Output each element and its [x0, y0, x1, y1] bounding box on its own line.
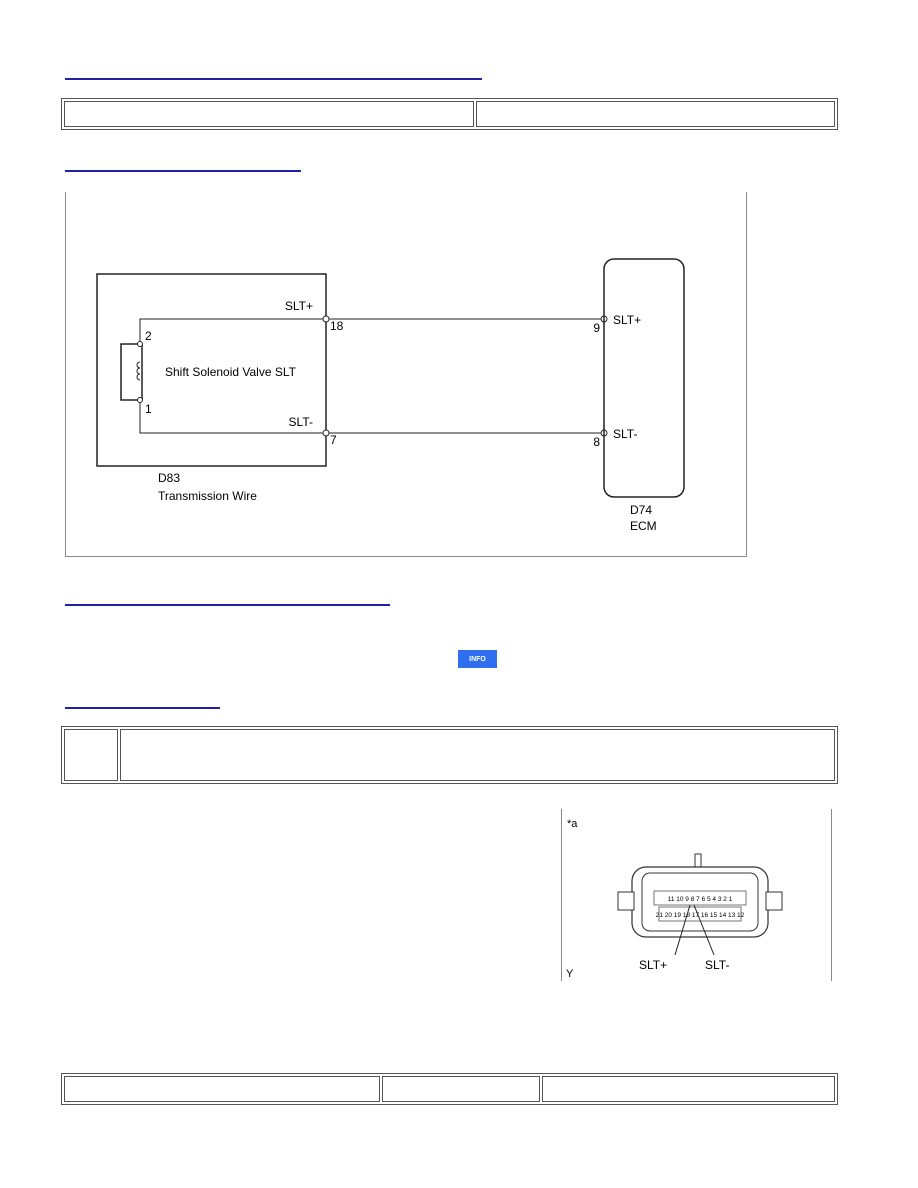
procedure-link[interactable]	[65, 707, 220, 709]
ecm-pin-top: 9	[593, 321, 600, 335]
ecm-box	[603, 258, 685, 498]
step-table	[61, 726, 838, 784]
monitor-link[interactable]	[65, 604, 390, 606]
header-cell-1	[64, 101, 474, 127]
ecm-signal-top: SLT+	[613, 313, 641, 327]
bottom-table	[61, 1073, 838, 1105]
d74-name: ECM	[630, 519, 657, 533]
d83-code: D83	[158, 471, 180, 485]
bottom-label: Y	[566, 968, 574, 980]
pins-bottom-row: 21 20 19 18 17 16 15 14 13 12	[656, 912, 745, 919]
d83-name: Transmission Wire	[158, 489, 257, 503]
ecm-signal-bottom: SLT-	[613, 427, 637, 441]
left-signal-bottom: SLT-	[289, 415, 313, 429]
ecm-pin-bottom: 8	[593, 435, 600, 449]
step-title-cell	[120, 729, 835, 781]
wiring-link[interactable]	[65, 170, 301, 172]
solenoid-pin-bottom: 1	[145, 402, 152, 416]
callout-slt-plus: SLT+	[639, 958, 667, 972]
pins-top-row: 11 10 9 8 7 6 5 4 3 2 1	[668, 896, 733, 903]
bottom-cell-1	[64, 1076, 380, 1102]
wiring-diagram: SLT+ 18 SLT- 7 2 1 Shift Solenoid Valve …	[65, 192, 747, 557]
bottom-cell-3	[542, 1076, 835, 1102]
solenoid-pin-top: 2	[145, 329, 152, 343]
info-button[interactable]: INFO	[458, 650, 497, 668]
header-table	[61, 98, 838, 130]
corner-label: *a	[567, 818, 578, 830]
connector-figure: *a Y 11 10 9 8 7 6 5 4 3 2 1 21 20 19 18…	[561, 809, 832, 981]
solenoid-label: Shift Solenoid Valve SLT	[165, 365, 297, 379]
step-number-cell	[64, 729, 118, 781]
d74-code: D74	[630, 503, 652, 517]
transmission-wire-box	[96, 273, 327, 467]
left-signal-top: SLT+	[285, 299, 313, 313]
top-link[interactable]	[65, 78, 482, 80]
connector-svg: *a Y 11 10 9 8 7 6 5 4 3 2 1 21 20 19 18…	[566, 818, 783, 980]
left-pin-top: 18	[330, 319, 344, 333]
coil-icon	[136, 361, 141, 381]
solenoid-symbol	[120, 343, 143, 401]
header-cell-2	[476, 101, 835, 127]
callout-slt-minus: SLT-	[705, 958, 729, 972]
wiring-diagram-svg: SLT+ 18 SLT- 7 2 1 Shift Solenoid Valve …	[96, 258, 685, 533]
bottom-cell-2	[382, 1076, 540, 1102]
left-pin-bottom: 7	[330, 433, 337, 447]
